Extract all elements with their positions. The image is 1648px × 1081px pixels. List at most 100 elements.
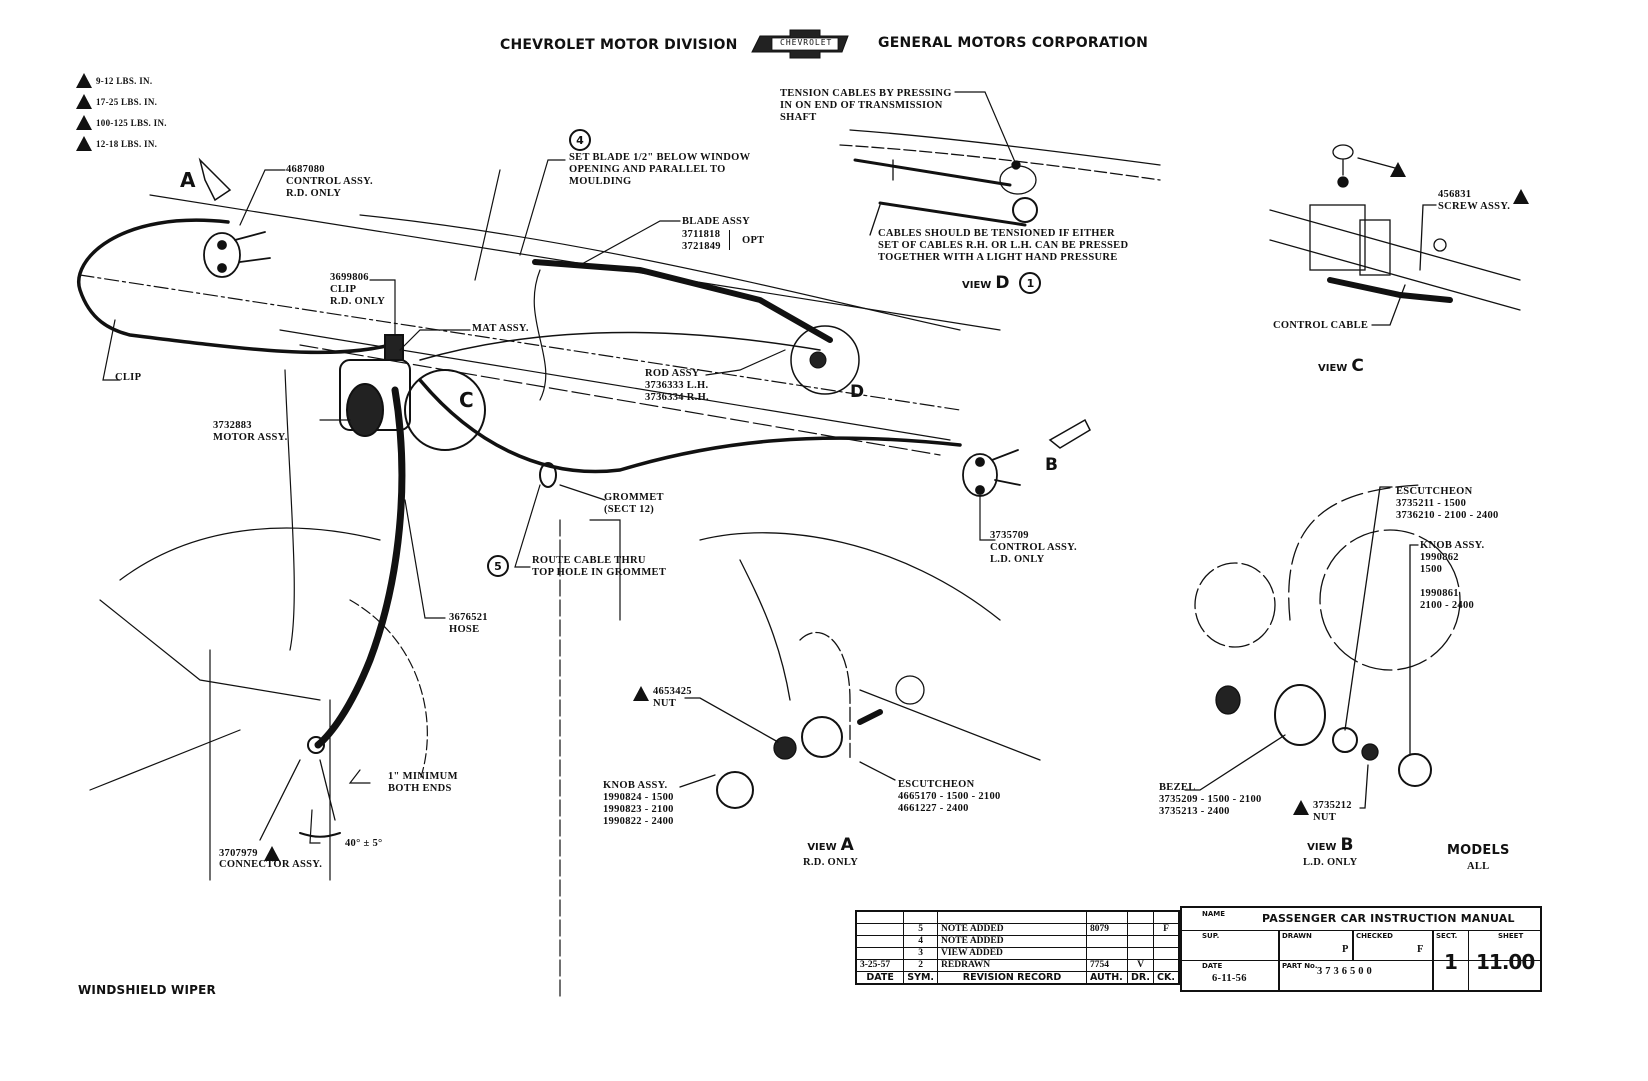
torque-legend-item: 12-18 LBS. IN. xyxy=(76,133,167,154)
division-heading: CHEVROLET MOTOR DIVISION xyxy=(500,37,738,53)
warning-triangle-icon xyxy=(1390,161,1406,177)
cables-tension-note: CABLES SHOULD BE TENSIONED IF EITHER SET… xyxy=(878,228,1129,263)
motor-assy-label: 3732883 MOTOR ASSY. xyxy=(213,420,288,443)
table-cell: REVISION RECORD xyxy=(937,971,1087,985)
table-cell xyxy=(855,910,905,924)
title-approval-row: SUP. DRAWN P CHECKED F xyxy=(1182,930,1540,990)
torque-legend-item: 9-12 LBS. IN. xyxy=(76,70,167,91)
view-b-drawing xyxy=(1184,484,1461,809)
drawing-title: WINDSHIELD WIPER xyxy=(78,983,216,997)
table-cell xyxy=(1127,935,1155,948)
table-cell xyxy=(855,935,905,948)
title-block: NAME PASSENGER CAR INSTRUCTION MANUAL SU… xyxy=(1180,906,1542,992)
control-assy-rd-drawing xyxy=(203,231,271,278)
revision-row xyxy=(855,910,1180,924)
bezel-label: BEZEL 3735209 - 1500 - 2100 3735213 - 24… xyxy=(1159,782,1262,817)
torque-legend-item: 100-125 LBS. IN. xyxy=(76,112,167,133)
table-cell xyxy=(1127,947,1155,960)
view-b-marker: B xyxy=(1045,455,1058,475)
view-b-arrow xyxy=(1048,418,1091,449)
warning-triangle-icon xyxy=(76,94,92,109)
chevrolet-logo-text: CHEVROLET xyxy=(780,38,833,47)
table-cell: 4 xyxy=(903,935,939,948)
table-cell: 3 xyxy=(903,947,939,960)
connector-assy-name: CONNECTOR ASSY. xyxy=(219,859,323,870)
escutcheon-label-a: ESCUTCHEON 4665170 - 1500 - 2100 4661227… xyxy=(898,779,1001,814)
angle-tolerance-label: 40° ± 5° xyxy=(345,838,383,849)
warning-triangle-icon xyxy=(76,136,92,151)
hose-label: 3676521 HOSE xyxy=(449,612,488,635)
table-cell xyxy=(855,923,905,936)
view-a-arrow xyxy=(198,157,232,202)
control-assy-rd-label: 4687080 CONTROL ASSY. R.D. ONLY xyxy=(286,164,373,199)
view-c-drawing xyxy=(1269,144,1521,326)
warning-triangle-icon xyxy=(76,115,92,130)
clip-label: CLIP xyxy=(115,372,142,383)
washer-hose xyxy=(314,386,406,749)
motor-assy-drawing xyxy=(339,334,486,451)
table-cell: NOTE ADDED xyxy=(937,935,1087,948)
knob-assy-label-a: KNOB ASSY. 1990824 - 1500 1990823 - 2100… xyxy=(603,780,674,827)
wiper-blade-drawing xyxy=(532,259,833,343)
control-assy-ld-label: 3735709 CONTROL ASSY. L.D. ONLY xyxy=(990,530,1077,565)
blade-assy-parts: 3711818 3721849 xyxy=(682,229,721,252)
sheet-cell: SHEET 11.00 xyxy=(1476,932,1535,974)
table-cell xyxy=(1085,947,1129,960)
note-5-text: ROUTE CABLE THRU TOP HOLE IN GROMMET xyxy=(532,555,667,578)
part-number: 3736500 xyxy=(1317,966,1375,977)
table-cell: 5 xyxy=(903,923,939,936)
sheet-number: 11.00 xyxy=(1476,950,1535,974)
title-date-row: DATE 6-11-56 PART No. 3736500 xyxy=(1202,962,1375,984)
note-5-marker: 5 xyxy=(487,555,509,577)
connector-assy-label: 3707979 xyxy=(219,846,280,861)
view-a-marker: A xyxy=(180,168,196,192)
control-cable-label: CONTROL CABLE xyxy=(1273,320,1369,331)
table-cell: NOTE ADDED xyxy=(937,923,1087,936)
warning-triangle-icon xyxy=(633,686,649,701)
warning-triangle-icon xyxy=(76,73,92,88)
control-assy-ld-drawing xyxy=(962,449,1021,497)
control-cable xyxy=(77,218,962,474)
screw-assy-callout: 456831 SCREW ASSY. xyxy=(1438,189,1530,213)
knob-assy-label-b: KNOB ASSY. 1990862 1500 1990861 2100 - 2… xyxy=(1420,540,1485,611)
torque-legend: 9-12 LBS. IN. 17-25 LBS. IN. 100-125 LBS… xyxy=(76,70,167,154)
table-cell xyxy=(1153,935,1180,948)
warning-triangle-icon xyxy=(1513,189,1530,204)
table-cell: F xyxy=(1153,923,1180,936)
table-cell xyxy=(1127,910,1155,924)
table-cell xyxy=(1085,910,1129,924)
tension-note: TENSION CABLES BY PRESSING IN ON END OF … xyxy=(780,88,952,123)
warning-triangle-icon xyxy=(263,846,280,861)
publication-name: PASSENGER CAR INSTRUCTION MANUAL xyxy=(1262,912,1515,925)
opt-bracket xyxy=(729,230,734,250)
table-cell: 7754 xyxy=(1085,959,1129,972)
escutcheon-label-b: ESCUTCHEON 3735211 - 1500 3736210 - 2100… xyxy=(1396,486,1499,521)
table-cell: REDRAWN xyxy=(937,959,1087,972)
table-cell: DATE xyxy=(855,971,905,985)
minimum-clearance-note: 1" MINIMUM BOTH ENDS xyxy=(388,771,458,794)
view-d-marker: D xyxy=(850,382,865,402)
screw-torque-triangle xyxy=(1390,160,1406,178)
table-cell xyxy=(1127,923,1155,936)
leader-lines xyxy=(102,159,996,844)
title-name-row: NAME PASSENGER CAR INSTRUCTION MANUAL xyxy=(1182,908,1540,931)
table-cell xyxy=(855,947,905,960)
corporation-heading: GENERAL MOTORS CORPORATION xyxy=(878,35,1148,51)
table-cell: 3-25-57 xyxy=(855,959,905,972)
section-cell: SECT. 1 xyxy=(1434,930,1469,990)
note-4-text: SET BLADE 1/2" BELOW WINDOW OPENING AND … xyxy=(569,152,751,187)
blade-opt-label: OPT xyxy=(742,235,765,246)
models-note: MODELS ALL xyxy=(1447,843,1510,872)
table-cell xyxy=(937,910,1087,924)
mat-assy-label: MAT ASSY. xyxy=(472,323,529,334)
table-cell: 2 xyxy=(903,959,939,972)
table-cell: CK. xyxy=(1153,971,1180,985)
table-cell: SYM. xyxy=(903,971,939,985)
nut-callout-a: 4653425 NUT xyxy=(633,686,692,710)
